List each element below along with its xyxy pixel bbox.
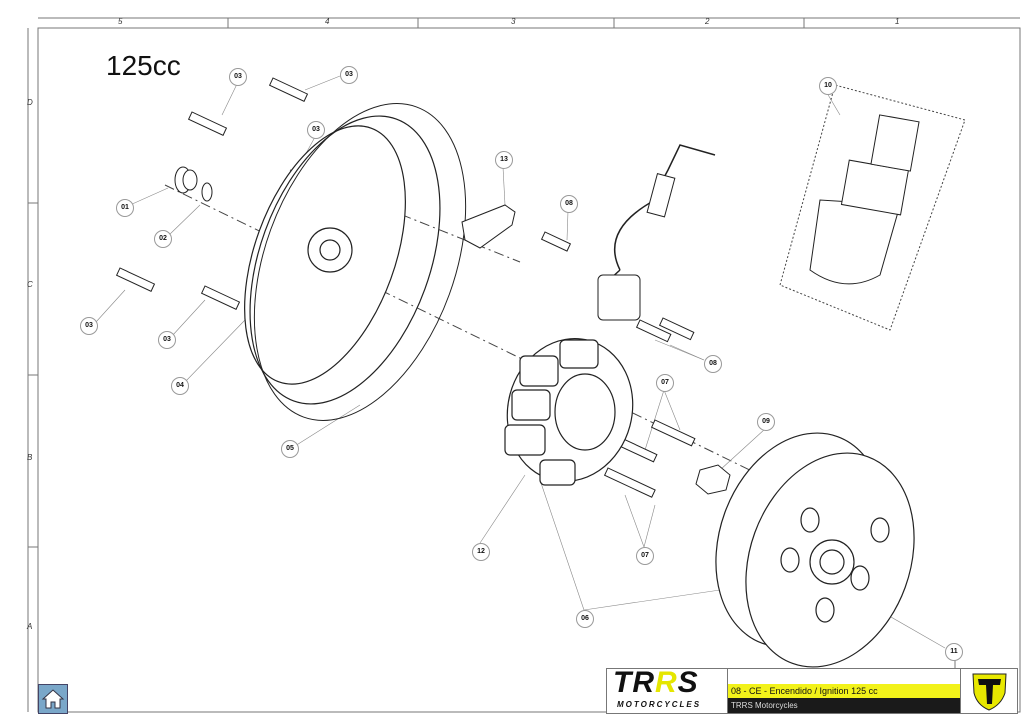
row-label: A (27, 622, 33, 631)
callout: 07 (636, 547, 654, 565)
tool-frame (779, 84, 966, 331)
drawing-frame (37, 27, 1021, 713)
callout: 12 (472, 543, 490, 561)
column-label: 2 (705, 17, 710, 26)
callout: 03 (307, 121, 325, 139)
column-label: 1 (895, 17, 900, 26)
column-label: 3 (511, 17, 516, 26)
title-block: TRRS MOTORCYCLES 08 - CE - Encendido / I… (606, 666, 1018, 714)
logo-subtext: MOTORCYCLES (617, 700, 702, 709)
callout: 08 (560, 195, 578, 213)
wire-connector (646, 172, 676, 218)
grid-ticks (27, 17, 1020, 712)
callout: 09 (757, 413, 775, 431)
callout: 07 (656, 374, 674, 392)
home-button[interactable] (38, 684, 68, 714)
flywheel-puller (809, 114, 920, 285)
row-label: D (27, 98, 33, 107)
part-title: 08 - CE - Encendido / Ignition 125 cc (728, 684, 960, 698)
nut (695, 464, 731, 495)
callout: 06 (576, 610, 594, 628)
trrs-logo: TRRS MOTORCYCLES (607, 666, 728, 713)
callout: 05 (281, 440, 299, 458)
logo-text: S (677, 666, 699, 699)
stator (504, 338, 634, 486)
row-label: B (27, 453, 33, 462)
callout: 03 (340, 66, 358, 84)
column-label: 4 (325, 17, 330, 26)
logo-text-accent: R (655, 666, 678, 699)
company-name: TRRS Motorcycles (728, 698, 960, 713)
callout: 13 (495, 151, 513, 169)
callout: 08 (704, 355, 722, 373)
bolts (115, 77, 696, 498)
row-label: C (27, 280, 33, 289)
callout: 11 (945, 643, 963, 661)
callout: 02 (154, 230, 172, 248)
callout: 04 (171, 377, 189, 395)
callout: 10 (819, 77, 837, 95)
column-label: 5 (118, 17, 123, 26)
callout: 03 (158, 331, 176, 349)
logo-text: TR (613, 666, 655, 699)
trrs-emblem-icon (960, 669, 1018, 713)
pickup-coil (597, 274, 641, 321)
bracket (461, 204, 516, 249)
ignition-cover (244, 103, 467, 421)
callout: 03 (80, 317, 98, 335)
engine-size-title: 125cc (106, 50, 181, 81)
plug-and-oring (174, 166, 213, 202)
home-icon (41, 689, 65, 709)
flywheel (715, 432, 915, 668)
callout: 01 (116, 199, 134, 217)
callout: 03 (229, 68, 247, 86)
